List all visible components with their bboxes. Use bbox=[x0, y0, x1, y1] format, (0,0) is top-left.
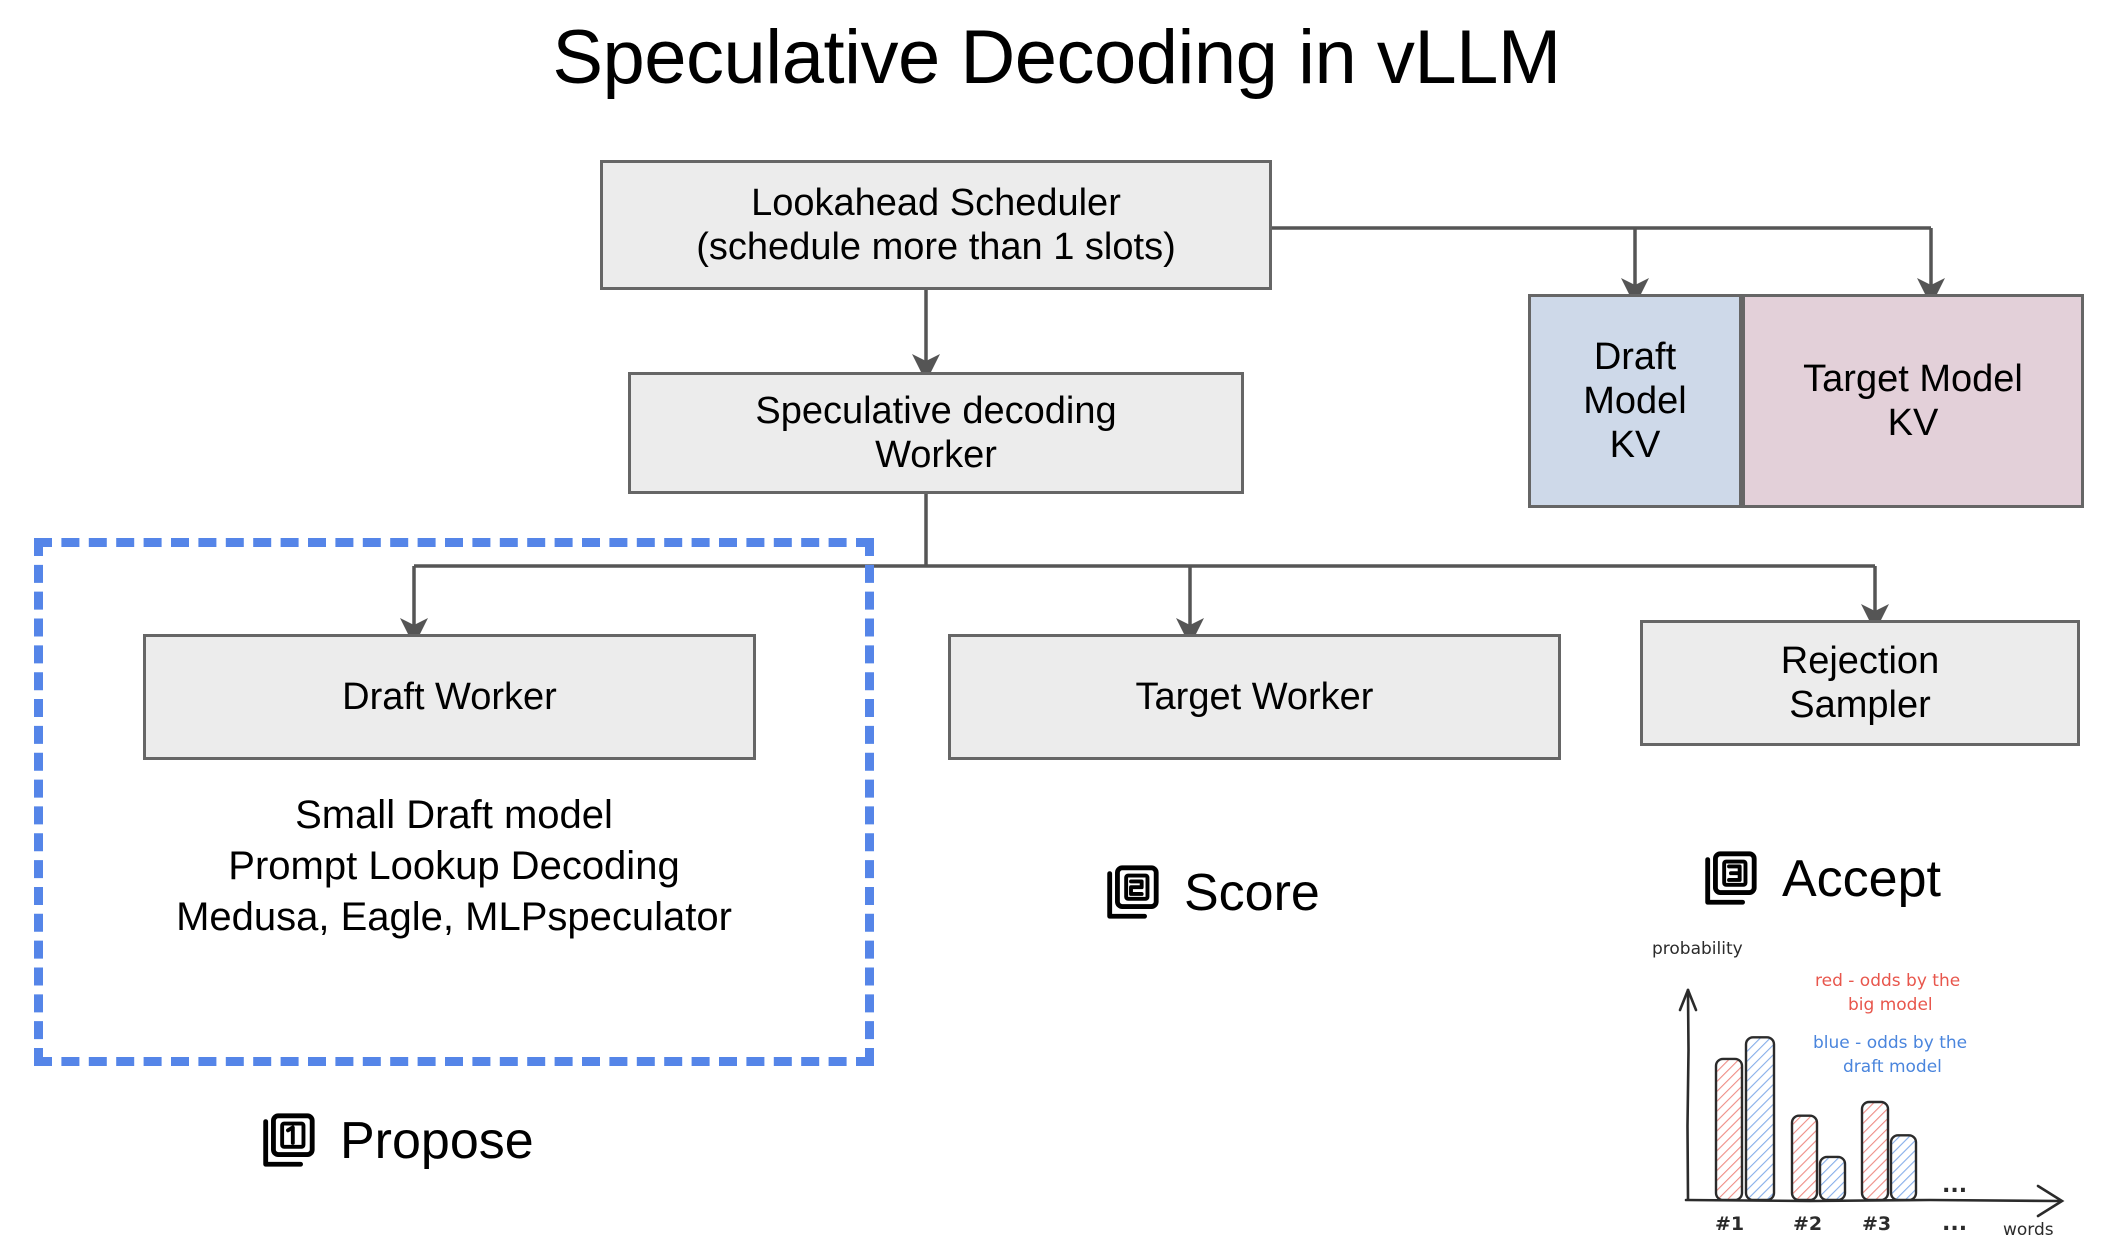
numbered-card-1-icon bbox=[256, 1110, 318, 1172]
bar-blue-2 bbox=[1818, 1155, 1847, 1202]
chart-xtick-2: #2 bbox=[1793, 1213, 1822, 1235]
bar-red-2 bbox=[1790, 1114, 1819, 1202]
box-draft-worker[interactable]: Draft Worker bbox=[143, 634, 756, 760]
box-target-worker[interactable]: Target Worker bbox=[948, 634, 1561, 760]
step-2-score: Score bbox=[1100, 862, 1320, 924]
chart-legend-red-line1: red - odds by the bbox=[1815, 971, 1960, 991]
page-title: Speculative Decoding in vLLM bbox=[552, 15, 1561, 100]
numbered-card-2-icon bbox=[1100, 862, 1162, 924]
bar-red-3 bbox=[1860, 1100, 1890, 1202]
box-lookahead-scheduler[interactable]: Lookahead Scheduler (schedule more than … bbox=[600, 160, 1272, 290]
chart-xtick-1: #1 bbox=[1715, 1213, 1744, 1235]
box-target-model-kv[interactable]: Target Model KV bbox=[1742, 294, 2084, 508]
step-1-label: Propose bbox=[340, 1112, 534, 1170]
numbered-card-3-icon bbox=[1698, 848, 1760, 910]
chart-legend-blue-line1: blue - odds by the bbox=[1813, 1033, 1967, 1053]
sketch-bar-chart: probability #1 #2 # bbox=[1630, 930, 2100, 1240]
step-1-propose: Propose bbox=[256, 1110, 534, 1172]
bar-blue-1 bbox=[1744, 1036, 1776, 1202]
chart-ellipsis-lower: ... bbox=[1942, 1211, 1967, 1236]
bar-blue-3 bbox=[1889, 1134, 1918, 1202]
chart-ellipsis-upper: ... bbox=[1942, 1173, 1967, 1198]
chart-ylabel: probability bbox=[1652, 939, 1743, 959]
chart-legend-red-line2: big model bbox=[1848, 995, 1933, 1015]
chart-legend-blue-line2: draft model bbox=[1843, 1057, 1942, 1077]
box-rejection-sampler[interactable]: Rejection Sampler bbox=[1640, 620, 2080, 746]
box-draft-model-kv[interactable]: Draft Model KV bbox=[1528, 294, 1742, 508]
propose-group-region bbox=[34, 538, 874, 1066]
step-3-label: Accept bbox=[1782, 850, 1941, 908]
draft-methods-text: Small Draft model Prompt Lookup Decoding… bbox=[176, 793, 732, 940]
chart-xlabel: words bbox=[2003, 1220, 2054, 1240]
box-speculative-decoding-worker[interactable]: Speculative decoding Worker bbox=[628, 372, 1244, 494]
step-2-label: Score bbox=[1184, 864, 1320, 922]
bar-red-1 bbox=[1714, 1057, 1744, 1202]
chart-xtick-3: #3 bbox=[1862, 1213, 1891, 1235]
step-3-accept: Accept bbox=[1698, 848, 1941, 910]
